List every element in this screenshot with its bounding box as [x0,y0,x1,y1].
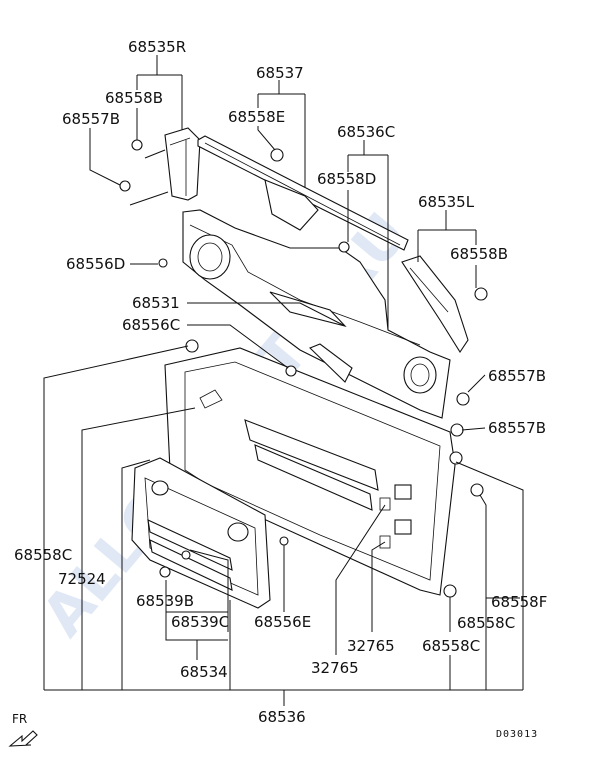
label-68535L: 68535L [418,193,475,211]
label-68536: 68536 [258,708,306,726]
label-68558C-r1: 68558C [422,637,480,655]
label-68556D: 68556D [66,255,125,273]
label-68556C: 68556C [122,316,180,334]
label-68534: 68534 [180,663,228,681]
fasteners [119,139,488,598]
pillar-trim-right [164,127,201,201]
label-68558C-left: 68558C [14,546,72,564]
diagram-code: D03013 [496,729,538,740]
label-68536C: 68536C [337,123,395,141]
label-68539C: 68539C [171,613,229,631]
part-labels: 68535R 68558B 68557B 68537 68558E 68536C… [14,38,547,726]
label-68558C-r2: 68558C [457,614,515,632]
lower-door-trim [131,457,271,609]
label-68556E: 68556E [254,613,311,631]
label-68557B-top: 68557B [62,110,120,128]
label-32765-a: 32765 [347,637,395,655]
label-68558D: 68558D [317,170,376,188]
label-68558E: 68558E [228,108,285,126]
upper-trim-panel [182,209,451,419]
label-68558B-top: 68558B [105,89,163,107]
upper-rail-trim [197,135,409,251]
front-direction-label: FR [12,712,27,726]
leader-lines [43,55,524,706]
label-68558F: 68558F [491,593,547,611]
pillar-trim-left [401,255,469,354]
label-68537: 68537 [256,64,304,82]
label-72524: 72524 [58,570,106,588]
label-68558B-right: 68558B [450,245,508,263]
front-direction-indicator: FR [8,712,38,747]
label-32765-b: 32765 [311,659,359,677]
label-68557B-low: 68557B [488,419,546,437]
label-68539B: 68539B [136,592,194,610]
label-68557B-mid: 68557B [488,367,546,385]
label-68531: 68531 [132,294,180,312]
label-68535R: 68535R [128,38,186,56]
front-arrow-icon [8,730,38,747]
